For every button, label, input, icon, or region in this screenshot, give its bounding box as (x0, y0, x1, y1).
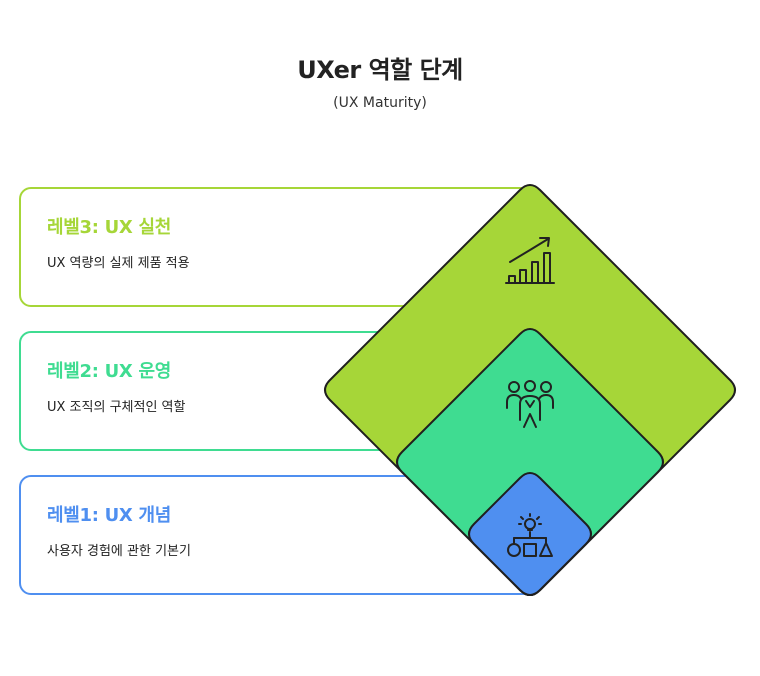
level-1-description: 사용자 경험에 관한 기본기 (47, 544, 191, 559)
team-people-icon (506, 380, 554, 428)
level-2-description: UX 조직의 구체적인 역할 (47, 400, 186, 415)
level-1-card: 레벨1: UX 개념 사용자 경험에 관한 기본기 (19, 475, 539, 595)
page-subtitle: (UX Maturity) (333, 95, 427, 111)
page-title: UXer 역할 단계 (297, 56, 463, 84)
idea-shapes-icon (507, 513, 553, 557)
level-2-title: 레벨2: UX 운영 (47, 361, 171, 382)
level-3-description: UX 역량의 실제 제품 적용 (47, 256, 190, 271)
level-3-title: 레벨3: UX 실천 (47, 217, 171, 238)
growth-chart-icon (505, 237, 555, 284)
level-3-card: 레벨3: UX 실천 UX 역량의 실제 제품 적용 (19, 187, 539, 307)
level-1-title: 레벨1: UX 개념 (47, 505, 171, 526)
